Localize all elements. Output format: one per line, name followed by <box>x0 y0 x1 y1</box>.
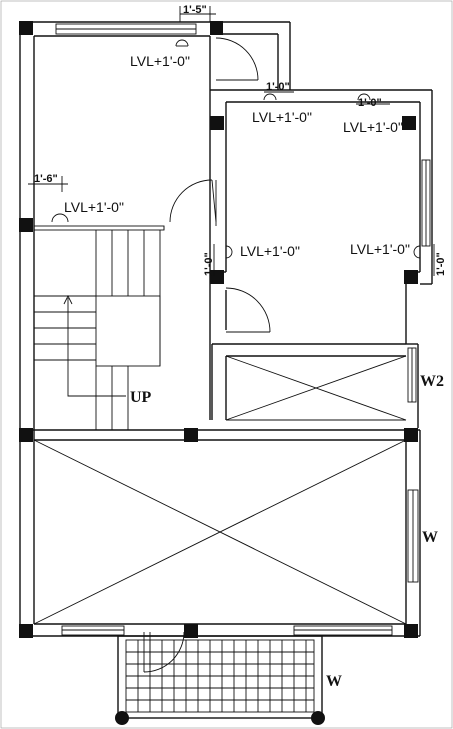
columns <box>19 21 418 638</box>
outer-walls <box>19 21 433 637</box>
dimension-right-upper-right: 1'-0" <box>358 97 382 109</box>
dimension-mid-right-vertical: 1'-0" <box>435 252 447 276</box>
balcony-grid <box>115 635 325 725</box>
window-right-label: W <box>422 529 438 546</box>
window-w2-label: W2 <box>420 373 444 390</box>
level-label-right-upper-left: LVL+1'-0" <box>252 109 312 125</box>
dimension-stair-left: 1'-6" <box>34 173 58 185</box>
stair-up-label: UP <box>130 389 152 406</box>
level-label-right-upper-right: LVL+1'-0" <box>343 119 403 135</box>
level-label-right-mid-left: LVL+1'-0" <box>240 243 300 259</box>
dimension-top: 1'-5" <box>183 4 207 16</box>
window-bottom-label: W <box>326 673 342 690</box>
level-label-stair-area: LVL+1'-0" <box>64 199 124 215</box>
level-label-top-room: LVL+1'-0" <box>130 53 190 69</box>
staircase <box>33 225 165 430</box>
doors <box>143 37 271 673</box>
open-areas <box>33 355 407 625</box>
dimension-mid-left-vertical: 1'-0" <box>203 252 215 276</box>
level-markers <box>51 39 421 259</box>
level-label-right-mid-right: LVL+1'-0" <box>350 241 410 257</box>
dimension-right-upper-left: 1'-0" <box>266 81 290 93</box>
